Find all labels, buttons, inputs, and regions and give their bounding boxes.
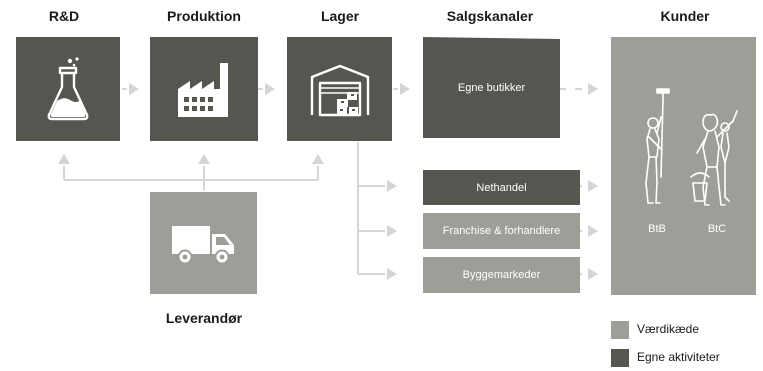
legend-value-chain-swatch — [611, 321, 629, 339]
heading-warehouse: Lager — [320, 8, 360, 24]
warehouse-icon — [309, 63, 371, 117]
production-box — [150, 37, 258, 141]
truck-icon — [172, 224, 236, 266]
channel-online-label: Nethandel — [476, 181, 527, 194]
heading-production: Produktion — [167, 8, 241, 24]
heading-rd: R&D — [48, 8, 80, 24]
flask-icon — [46, 57, 90, 123]
warehouse-box — [287, 37, 392, 141]
channel-franchise: Franchise & forhandlere — [423, 213, 580, 249]
channel-own-stores-label: Egne butikker — [457, 81, 526, 94]
channel-own-stores: Egne butikker — [423, 37, 560, 138]
supplier-label: Leverandør — [165, 310, 243, 326]
channel-diy-label: Byggemarkeder — [462, 269, 541, 281]
channel-franchise-label: Franchise & forhandlere — [442, 225, 561, 237]
channel-diy: Byggemarkeder — [423, 257, 580, 293]
rd-box — [16, 37, 120, 141]
factory-icon — [174, 59, 234, 119]
channel-online: Nethandel — [423, 170, 580, 205]
legend-value-chain-label: Værdikæde — [637, 322, 700, 336]
legend-own-activities-swatch — [611, 349, 629, 367]
legend-own-activities-label: Egne aktiviteter — [637, 350, 720, 364]
heading-channels: Salgskanaler — [446, 8, 534, 24]
painters-icon — [633, 87, 743, 212]
supplier-box — [150, 192, 257, 294]
customer-btb-label: BtB — [648, 223, 666, 235]
customer-btc-label: BtC — [707, 223, 727, 235]
heading-customers: Kunder — [660, 8, 710, 24]
customers-box: BtB BtC — [611, 37, 756, 295]
